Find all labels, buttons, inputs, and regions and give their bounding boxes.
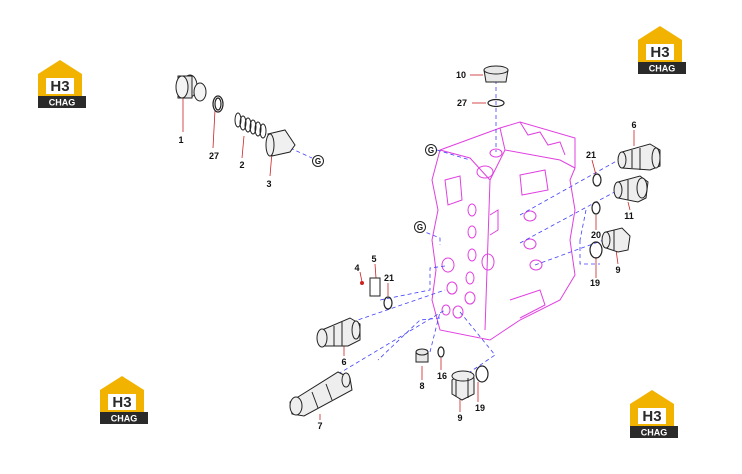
part-6-valve-lower-left — [316, 317, 361, 348]
brand-logo-bottom-right: H3 CHAG — [630, 390, 678, 438]
part-11-valve — [613, 175, 649, 203]
part-9-plug-bottom — [451, 370, 475, 401]
callout-6b: 6 — [341, 357, 346, 367]
callout-8: 8 — [419, 381, 424, 391]
part-1-plug-cap — [175, 74, 207, 102]
part-3-poppet — [265, 129, 296, 157]
part-8-plug-small — [415, 348, 429, 363]
g-marker-text: G — [417, 223, 423, 232]
part-16-o-ring-small — [437, 346, 445, 358]
callout-5: 5 — [371, 254, 376, 264]
logo-mark-text: H3 — [50, 78, 69, 95]
part-19-o-ring-right — [589, 241, 603, 259]
callout-1: 1 — [178, 135, 183, 145]
part-21-o-ring-left — [383, 296, 393, 310]
part-20-o-ring — [591, 201, 601, 215]
callout-27b: 27 — [457, 98, 467, 108]
valve-body — [431, 121, 576, 341]
callout-4: 4 — [354, 263, 359, 273]
brand-logo-bottom-left: H3 CHAG — [100, 376, 148, 424]
brand-logo-top-right: H3 CHAG — [638, 26, 686, 74]
part-19-o-ring-bottom — [475, 365, 489, 383]
callout-7: 7 — [317, 421, 322, 431]
logo-mark-text: H3 — [112, 394, 131, 411]
logo-word-text: CHAG — [111, 414, 138, 424]
part-2-spring — [234, 112, 267, 139]
callout-9b: 9 — [457, 413, 462, 423]
callout-6a: 6 — [631, 120, 636, 130]
logo-mark-text: H3 — [650, 44, 669, 61]
g-marker-text: G — [428, 146, 434, 155]
callout-3: 3 — [266, 179, 271, 189]
part-27-o-ring-top — [487, 98, 505, 108]
callout-labels: 1 27 2 3 10 27 6 21 11 20 19 9 4 5 21 6 … — [178, 70, 636, 431]
callout-11: 11 — [624, 211, 634, 221]
part-5-plate — [369, 277, 381, 297]
part-6-valve-upper-right — [617, 143, 661, 171]
assembly-lines — [289, 80, 623, 375]
logo-word-text: CHAG — [641, 428, 668, 438]
part-10-plug — [483, 65, 509, 83]
callout-19b: 19 — [475, 403, 485, 413]
callout-9a: 9 — [615, 265, 620, 275]
g-marker-mid: G — [414, 221, 426, 233]
g-marker-top: G — [425, 144, 437, 156]
callout-19a: 19 — [590, 278, 600, 288]
callout-20: 20 — [591, 230, 601, 240]
g-marker-left: G — [312, 155, 324, 167]
callout-leaders — [182, 74, 635, 420]
callout-2: 2 — [239, 160, 244, 170]
part-9-plug-right — [601, 227, 631, 253]
g-marker-text: G — [315, 157, 321, 166]
callout-16: 16 — [437, 371, 447, 381]
part-4-pin — [360, 281, 364, 285]
callout-27a: 27 — [209, 151, 219, 161]
part-27-o-ring — [212, 95, 224, 113]
logo-mark-text: H3 — [642, 408, 661, 425]
part-21-o-ring-right — [592, 173, 602, 187]
brand-logo-top-left: H3 CHAG — [38, 60, 86, 108]
callout-21a: 21 — [586, 150, 596, 160]
callout-10: 10 — [456, 70, 466, 80]
logo-word-text: CHAG — [649, 64, 676, 74]
logo-word-text: CHAG — [49, 98, 76, 108]
part-7-cartridge — [289, 371, 353, 417]
callout-21b: 21 — [384, 273, 394, 283]
